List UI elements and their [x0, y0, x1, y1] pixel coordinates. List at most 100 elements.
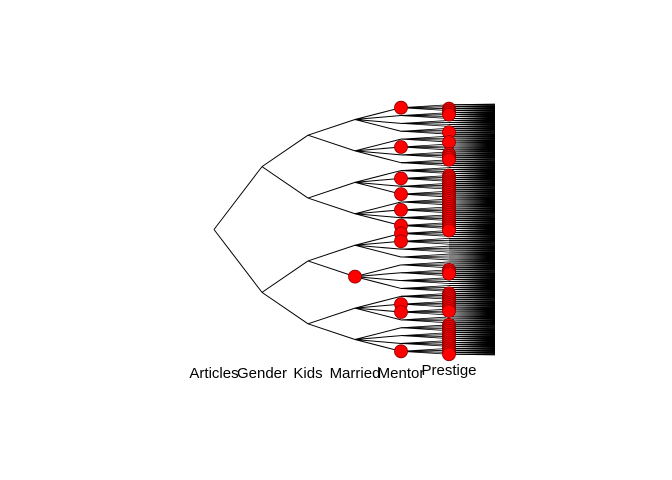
tree-edge	[400, 225, 450, 229]
tree-edge	[448, 196, 496, 199]
tree-edge	[354, 244, 402, 258]
tree-node-prestige	[442, 304, 456, 318]
tree-edge	[448, 304, 496, 307]
tree-edge	[400, 335, 450, 339]
tree-nodes	[348, 100, 456, 362]
tree-edge	[448, 143, 496, 146]
tree-edge	[354, 201, 402, 215]
tree-edge	[448, 123, 496, 126]
tree-edge	[448, 251, 496, 254]
tree-edge	[448, 261, 496, 264]
tree-edge	[261, 166, 309, 199]
tree-edge	[307, 244, 356, 262]
tree-edge	[448, 118, 496, 120]
tree-edge	[448, 332, 496, 334]
tree-edge	[448, 147, 496, 150]
tree-edge	[448, 210, 496, 212]
tree-edge	[448, 186, 496, 189]
tree-edge	[354, 264, 402, 278]
tree-node-prestige	[442, 223, 456, 238]
tree-edge	[448, 285, 496, 287]
tree-edge	[448, 245, 496, 248]
tree-edge	[448, 316, 496, 319]
tree-edge	[448, 192, 496, 195]
tree-edge	[448, 167, 496, 169]
tree-node-prestige	[442, 135, 456, 149]
tree-edge	[448, 349, 496, 352]
tree-edge	[400, 154, 450, 159]
tree-edge	[448, 171, 496, 173]
tree-edge	[354, 272, 402, 278]
tree-edge	[354, 335, 402, 341]
tree-node-married	[348, 269, 362, 284]
tree-edge	[448, 204, 496, 207]
tree-edge	[354, 307, 402, 313]
tree-edge	[448, 239, 496, 242]
tree-edge	[448, 125, 496, 128]
tree-edge	[354, 150, 402, 164]
tree-edge	[448, 310, 496, 313]
tree-edge	[448, 155, 496, 157]
tree-edge	[448, 249, 496, 252]
tree-edge	[448, 322, 496, 324]
tree-edge	[400, 209, 450, 214]
tree-edge	[307, 181, 356, 199]
tree-edge	[448, 228, 496, 230]
tree-edge	[448, 200, 496, 203]
tree-edge	[261, 260, 309, 293]
tree-edge	[307, 118, 356, 136]
tree-edge	[400, 343, 450, 347]
tree-edge	[448, 324, 496, 326]
tree-edge	[400, 256, 450, 261]
tree-edge	[448, 208, 496, 211]
level-label-mentor: Mentor	[378, 365, 425, 382]
tree-edge	[448, 163, 496, 165]
tree-edge	[448, 312, 496, 315]
tree-edge	[448, 188, 496, 191]
tree-edge	[400, 311, 450, 316]
tree-edge	[400, 115, 450, 119]
tree-edge	[448, 220, 496, 222]
tree-edge	[354, 295, 402, 309]
tree-edge	[400, 193, 450, 198]
tree-edge	[448, 273, 496, 275]
tree-edge	[307, 134, 356, 152]
tree-edge	[354, 181, 402, 187]
tree-edge	[400, 264, 450, 269]
tree-edge	[448, 308, 496, 311]
tree-edge	[448, 159, 496, 161]
tree-edge	[448, 122, 496, 124]
level-label-prestige: Prestige	[421, 362, 476, 379]
tree-edge	[448, 287, 496, 289]
tree-edge	[400, 280, 450, 284]
tree-edge	[354, 240, 402, 246]
tree-edge	[448, 340, 496, 342]
tree-edge	[448, 120, 496, 122]
tree-edge	[448, 149, 496, 152]
tree-edge	[448, 271, 496, 273]
tree-edge	[448, 151, 496, 154]
tree-edge	[400, 248, 450, 253]
tree-edge	[448, 255, 496, 258]
tree-edge	[448, 216, 496, 218]
tree-edge	[448, 263, 496, 266]
tree-edge	[448, 116, 496, 118]
level-label-kids: Kids	[293, 365, 322, 382]
tree-edge	[354, 276, 402, 289]
tree-edge	[448, 127, 496, 130]
tree-edge	[354, 232, 402, 246]
tree-edge	[400, 303, 450, 308]
tree-edge	[448, 198, 496, 201]
tree-edge	[448, 175, 496, 177]
tree-edge	[354, 138, 402, 152]
tree-edge	[400, 170, 450, 174]
tree-edge	[400, 146, 450, 151]
tree-edge	[448, 283, 496, 285]
tree-edge	[400, 138, 450, 143]
tree-edge	[354, 170, 402, 183]
tree-node-mentor	[394, 344, 408, 359]
tree-edge	[448, 110, 496, 112]
tree-edge	[448, 141, 496, 144]
tree-edge	[448, 241, 496, 244]
tree-node-mentor	[394, 100, 408, 115]
